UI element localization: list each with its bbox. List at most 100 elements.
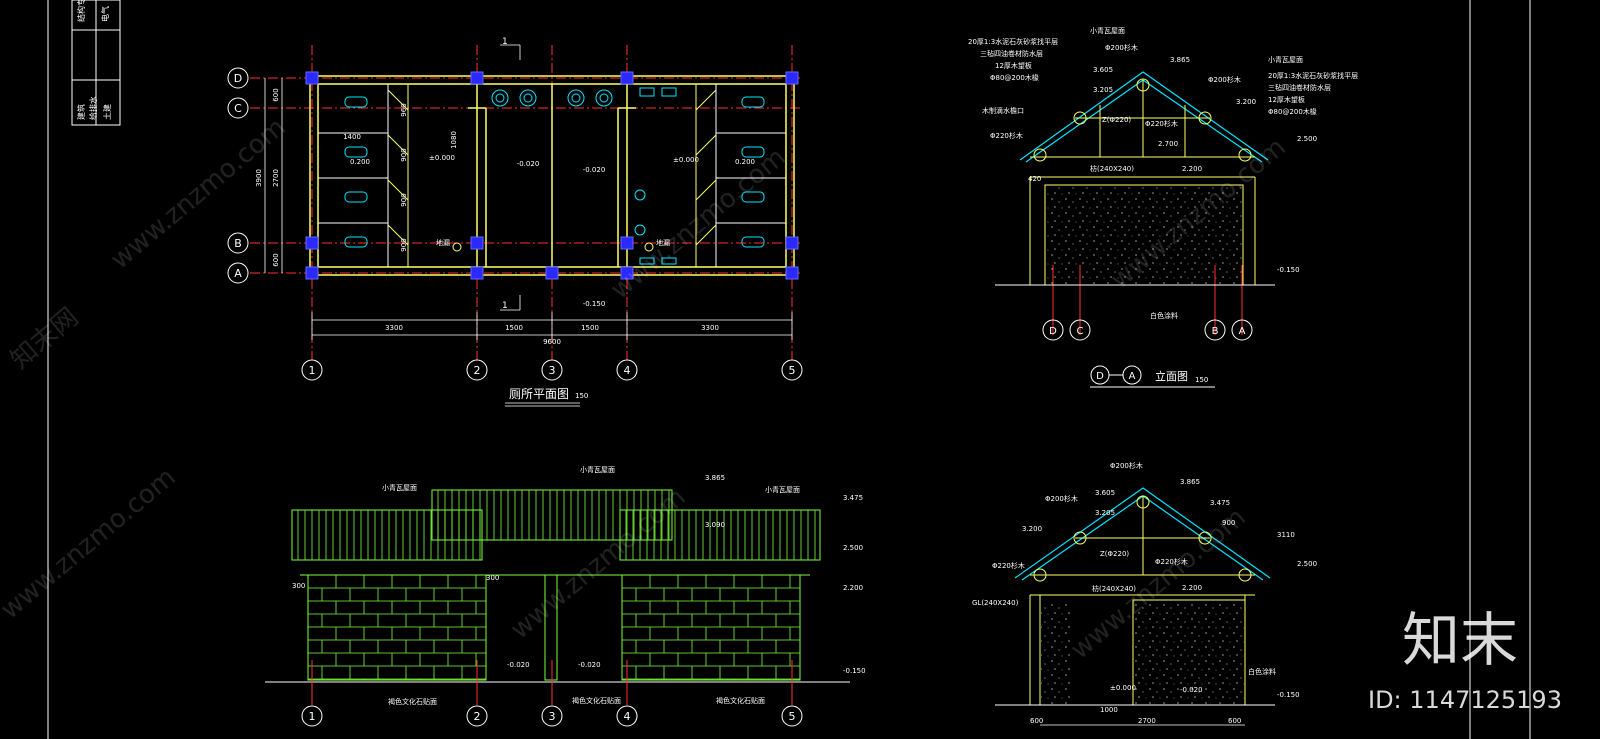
plan-axis-row-b: B — [234, 237, 242, 250]
side-member-4: Z(Φ220) — [1100, 550, 1129, 558]
plan-axis-row-a: A — [234, 267, 242, 280]
front-level-7: -0.020 — [578, 661, 601, 669]
front-roof-note-1: 小青瓦屋面 — [382, 483, 417, 492]
section-title-axis-right: A — [1129, 371, 1136, 382]
plan-level-outside: -0.150 — [583, 300, 606, 308]
section-level-1: 3.865 — [1170, 56, 1190, 64]
section-dim-420: 420 — [1028, 175, 1041, 183]
front-level-6: -0.020 — [507, 661, 530, 669]
side-wall-fill-left — [1041, 601, 1071, 704]
section-roof-note-left-3: 12厚木望板 — [995, 61, 1032, 70]
front-dim-1: 300 — [292, 582, 305, 590]
front-level-4: 2.500 — [843, 544, 863, 552]
section-roof-note-left-4: Φ80@200木椽 — [990, 73, 1039, 82]
section-title-axis-left: D — [1096, 371, 1104, 382]
plan-col-dim-2: 1500 — [505, 324, 523, 332]
front-dim-2: 300 — [486, 574, 499, 582]
plan-row-dim-3: 600 — [272, 253, 280, 266]
side-level-2: 3.605 — [1095, 489, 1115, 497]
section-member-6: 枋(240X240) — [1090, 164, 1134, 173]
front-roof-note-3: 小青瓦屋面 — [765, 485, 800, 494]
plan-level-right-room: ±0.000 — [673, 156, 699, 164]
watermark-id: ID: 1147125193 — [1368, 686, 1562, 714]
front-axis-3: 3 — [549, 710, 556, 723]
floor-plan: D C B A 1 2 3 4 5 3300 1500 1500 3300 96… — [227, 37, 803, 407]
front-level-1: 3.865 — [705, 474, 725, 482]
title-block-label-5: 土建 — [102, 104, 112, 120]
title-block-label-2: 电气 — [100, 6, 110, 22]
watermark-tile-2: www.znzmo.com — [605, 142, 791, 305]
section-scale: 150 — [1195, 376, 1208, 384]
side-dim-5: 900 — [1222, 519, 1235, 527]
plan-level-right-stall: 0.200 — [735, 158, 755, 166]
plan-stall-width: 1400 — [343, 133, 361, 141]
section-title: 立面图 — [1155, 369, 1188, 383]
section-roof-note-right-3: 三毡四油卷材防水层 — [1268, 83, 1331, 92]
section-roof-note-right-1: 小青瓦屋面 — [1268, 55, 1303, 64]
section-level-5: 2.700 — [1158, 140, 1178, 148]
front-wall-note-3: 褐色文化石贴面 — [716, 696, 765, 705]
plan-level-left-stall: 0.200 — [350, 158, 370, 166]
plan-level-mid-left: -0.020 — [517, 160, 540, 168]
title-block-label-1: 结构专业 — [76, 0, 86, 22]
plan-axis-col-3: 3 — [549, 364, 556, 377]
section-roof-note-right-2: 20厚1:3水泥石灰砂浆找平层 — [1268, 71, 1358, 80]
section-level-7: 2.200 — [1182, 165, 1202, 173]
plan-title: 厕所平面图 — [509, 387, 569, 401]
title-block-label-4: 给排水 — [88, 96, 98, 120]
side-dim-3: 600 — [1228, 717, 1241, 725]
section-member-3: Φ220杉木 — [1145, 119, 1178, 128]
side-elevation: 3.865 3.605 3.205 3.200 3.475 2.500 2.20… — [972, 461, 1317, 726]
side-dim-1: 600 — [1030, 717, 1043, 725]
side-level-3: 3.205 — [1095, 509, 1115, 517]
section-member-5: Φ220杉木 — [990, 131, 1023, 140]
plan-axis-col-2: 2 — [474, 364, 481, 377]
section-side-note: 木制滴水檐口 — [982, 106, 1024, 115]
plan-partition-dim-4: 900 — [400, 238, 408, 251]
front-level-8: -0.150 — [843, 667, 866, 675]
section-level-4: 3.200 — [1236, 98, 1256, 106]
front-axis-5: 5 — [789, 710, 796, 723]
side-member-1: Φ200杉木 — [1110, 461, 1143, 470]
side-level-7: 2.200 — [1182, 584, 1202, 592]
section-axis-a: A — [1239, 326, 1246, 337]
section-wall-note: 白色涂料 — [1150, 311, 1178, 320]
section-roof-note-right-5: Φ80@200木椽 — [1268, 107, 1317, 116]
plan-row-total: 3900 — [255, 169, 263, 187]
plan-axis-col-4: 4 — [624, 364, 631, 377]
section-elevation: D C B A D A 立面图 150 3.865 3.605 3.205 3.… — [968, 26, 1358, 388]
section-member-1: Φ200杉木 — [1105, 43, 1138, 52]
plan-axis-row-d: D — [234, 72, 242, 85]
plan-col-dim-1: 3300 — [385, 324, 403, 332]
section-level-3: 3.205 — [1093, 86, 1113, 94]
front-level-3: 3.090 — [705, 521, 725, 529]
section-member-2: Φ200杉木 — [1208, 75, 1241, 84]
side-dim-2: 2700 — [1138, 717, 1156, 725]
section-level-6: 2.500 — [1297, 135, 1317, 143]
watermark-logo: 知末 — [1402, 606, 1518, 674]
front-level-5: 2.200 — [843, 584, 863, 592]
section-roof-note-left-1: 20厚1:3水泥石灰砂浆找平层 — [968, 37, 1058, 46]
plan-row-dim-2: 2700 — [272, 169, 280, 187]
plan-axis-col-1: 1 — [309, 364, 316, 377]
watermark-tile-6: 知末网 — [5, 302, 84, 375]
front-axis-4: 4 — [624, 710, 631, 723]
side-level-5: 3.475 — [1210, 499, 1230, 507]
front-wall-note-2: 褐色文化石贴面 — [572, 696, 621, 705]
title-block-label-3: 建筑 — [76, 104, 86, 120]
section-level-2: 3.605 — [1093, 66, 1113, 74]
plan-partition-dim-1: 960 — [400, 103, 408, 116]
drawing-frame — [47, 0, 1531, 739]
plan-drain-label: 地漏 — [436, 238, 450, 247]
side-dim-4: 1000 — [1100, 706, 1118, 714]
watermark-tile-1: www.znzmo.com — [105, 112, 291, 275]
side-wall-note: 白色涂料 — [1248, 667, 1276, 676]
title-block-text: 结构专业 电气 建筑 给排水 土建 — [76, 0, 112, 120]
plan-partition-dim-3: 900 — [400, 193, 408, 206]
front-wall-note-1: 褐色文化石贴面 — [388, 697, 437, 706]
watermark: www.znzmo.com www.znzmo.com www.znzmo.co… — [0, 112, 1562, 714]
front-level-2: 3.475 — [843, 494, 863, 502]
side-member-5: Φ220杉木 — [992, 561, 1025, 570]
side-level-4: 3.200 — [1022, 525, 1042, 533]
